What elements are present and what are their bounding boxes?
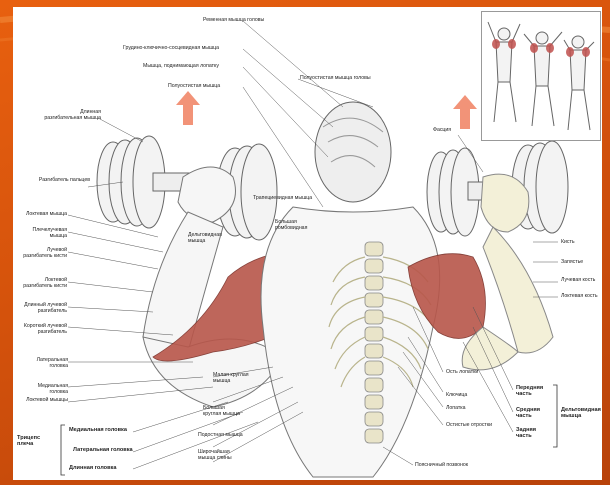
label-bottom-left-3: Латеральная головка	[73, 447, 133, 453]
label-right-mid-4: Остистые отростки	[446, 422, 492, 428]
label-left-7: Длинный лучевой разгибатель	[23, 302, 67, 314]
label-center-7: Большая ромбовидная	[275, 219, 327, 231]
label-right-mid-1: Ость лопатки	[446, 369, 486, 375]
label-left-3: Локтевая мышца	[23, 211, 67, 217]
label-center-4: Большая круглая мышца	[203, 405, 243, 417]
label-left-6: Локтевой разгибатель кисти	[23, 277, 67, 289]
label-right-3: Запястье	[561, 259, 583, 265]
label-left-2: Разгибатель пальцев	[38, 177, 90, 183]
label-top-center-4: Полуостистая мышца	[168, 83, 220, 89]
anatomy-illustration-panel: Ременная мышца головы Грудино-ключично-с…	[13, 7, 602, 480]
label-bottom-left-4: Длинная головка	[69, 465, 116, 471]
label-left-8: Короткий лучевой разгибатель	[23, 323, 67, 335]
head	[315, 102, 391, 202]
label-center-3: Малая круглая мышца	[213, 372, 253, 384]
label-center-1: Трапециевидная мышца	[253, 195, 312, 201]
label-left-5: Лучевой разгибатель кисти	[23, 247, 67, 259]
label-bottom-right-2: Средняя часть	[516, 407, 550, 419]
label-right-mid-3: Лопатка	[446, 405, 466, 411]
up-arrow-right	[453, 95, 477, 129]
up-arrow-left	[176, 91, 200, 125]
label-left-9: Латеральная головка	[18, 357, 68, 369]
label-center-2: Дельтовидная мышца	[188, 232, 238, 244]
label-top-center-2: Грудино-ключично-сосцевидная мышца	[123, 45, 219, 51]
label-bottom-left-2: Медиальная головка	[69, 427, 127, 433]
label-center-6: Широчайшая мышца спины	[198, 449, 248, 461]
label-right-mid-2: Ключица	[446, 392, 467, 398]
label-top-center-1: Ременная мышца головы	[203, 17, 264, 23]
label-left-1: Длинная разгибательная мышца	[43, 109, 101, 121]
label-bottom-center: Поясничный позвонок	[415, 462, 468, 468]
label-right-5: Локтевая кость	[561, 293, 601, 299]
label-right-4: Лучевая кость	[561, 277, 601, 283]
label-bottom-right-3: Задняя часть	[516, 427, 550, 439]
label-right-1: Фасция	[433, 127, 451, 133]
label-center-5: Подостная мышца	[198, 432, 243, 438]
torso	[261, 207, 440, 477]
label-left-4: Плечелучевая мышца	[23, 227, 67, 239]
label-left-10: Медиальная головка	[18, 383, 68, 395]
label-bottom-right-4: Дельтовидная мышца	[561, 407, 601, 419]
exercise-inset	[481, 11, 601, 141]
label-top-center-3: Мышца, поднимающая лопатку	[143, 63, 219, 69]
label-bottom-right-1: Передняя часть	[516, 385, 550, 397]
label-right-2: Кисть	[561, 239, 575, 245]
label-left-11: Локтевой мышцы	[18, 397, 68, 403]
label-bottom-left-1: Трицепс плеча	[17, 435, 57, 447]
label-top-right-1: Полуостистая мышца головы	[300, 75, 371, 81]
inset-figures	[482, 12, 600, 140]
